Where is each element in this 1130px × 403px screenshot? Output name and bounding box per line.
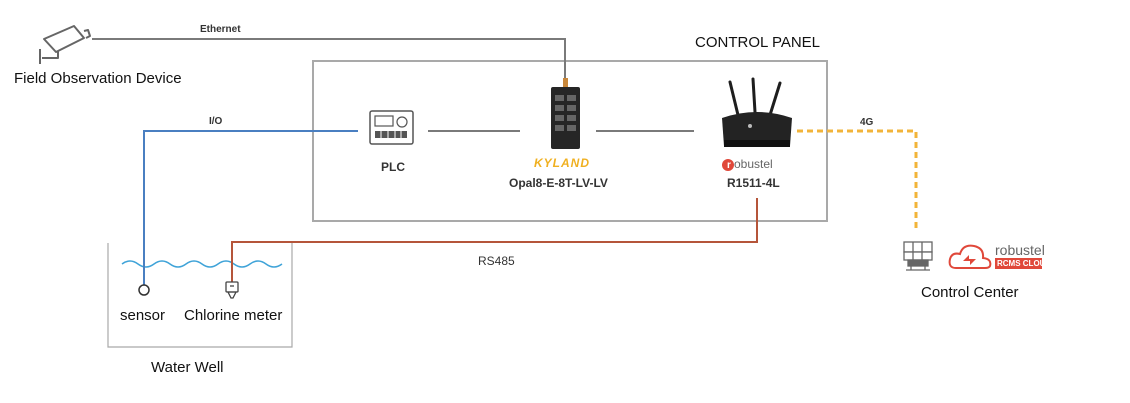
ethernet-label: Ethernet (200, 24, 241, 35)
rs485-label: RS485 (478, 254, 515, 268)
plc-label: PLC (381, 160, 405, 174)
server-icon (903, 241, 933, 271)
robustel-logo-text: obustel (734, 157, 773, 171)
water-well-label: Water Well (151, 359, 224, 376)
kyland-switch-icon (551, 78, 580, 149)
kyland-logo: KYLAND (534, 156, 590, 170)
robustel-logo-r: r (727, 160, 731, 171)
plc-icon (369, 110, 414, 145)
field-device-label: Field Observation Device (14, 70, 182, 87)
cloud-sub-label: RCMS CLOUD (997, 259, 1052, 268)
chlorine-meter-icon (225, 281, 239, 299)
control-panel-title: CONTROL PANEL (695, 34, 821, 51)
4g-line (797, 129, 918, 232)
control-panel-box (312, 60, 828, 222)
rcms-badge (995, 258, 1042, 269)
cloud-icon (948, 244, 992, 269)
robustel-logo-icon (722, 159, 734, 171)
ethernet-line (92, 38, 566, 80)
sensor-label: sensor (120, 307, 166, 324)
water-surface (121, 260, 283, 268)
io-line (143, 130, 358, 286)
control-center-label: Control Center (921, 284, 1019, 301)
rs485-line (231, 198, 758, 282)
camera-icon (39, 25, 91, 64)
sensor-icon (138, 284, 150, 296)
water-well-box (107, 243, 293, 348)
cloud-brand-label: robustel (995, 242, 1045, 258)
4g-label: 4G (860, 117, 874, 128)
switch-model-label: Opal8-E-8T-LV-LV (509, 176, 608, 190)
io-label: I/O (209, 116, 223, 127)
router-icon (722, 77, 792, 147)
chlorine-label: Chlorine meter (184, 307, 283, 324)
router-model-label: R1511-4L (727, 176, 780, 190)
